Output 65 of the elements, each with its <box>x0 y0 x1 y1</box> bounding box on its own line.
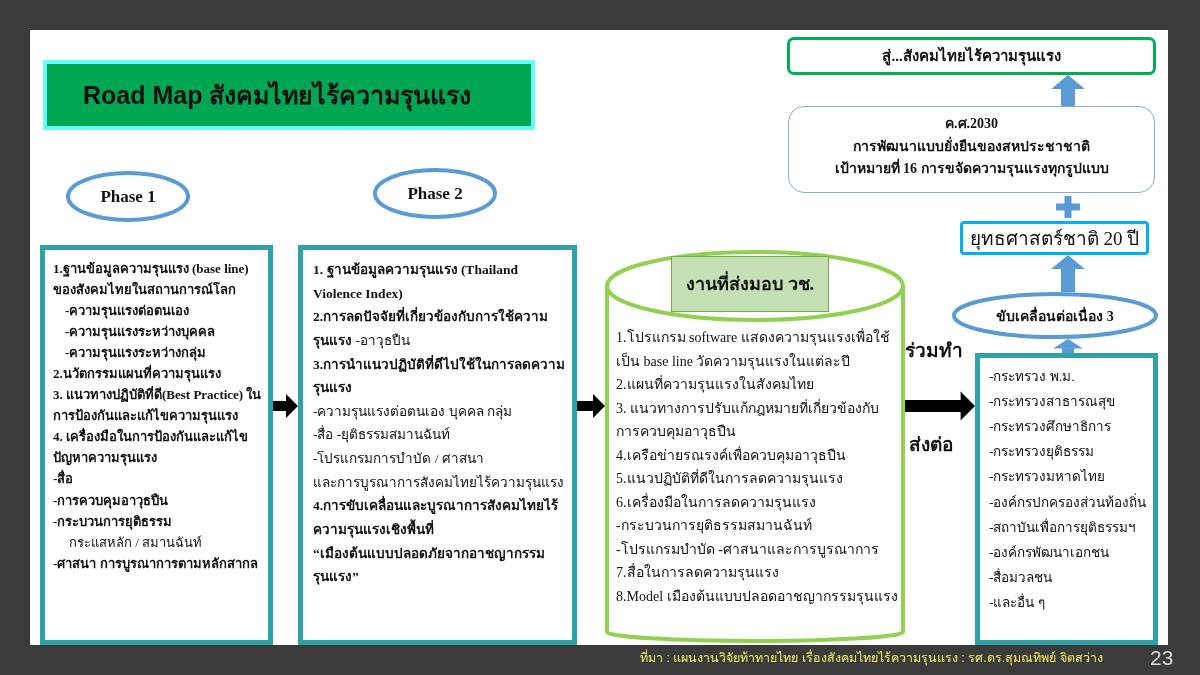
list-item: 2.แผนที่ความรุนแรงในสังคมไทย <box>616 374 815 395</box>
rounded-box <box>788 106 1155 193</box>
list-item: 3. แนวทางปฏิบัติที่ดี(Best Practice) ในการป้องกันและแก้ไขความรุนแรง <box>53 384 263 426</box>
list-item: -ความรุนแรงต่อตนเอง บุคคล กลุ่ม <box>313 402 514 422</box>
heading-box: งานที่ส่งมอบ วช. <box>671 256 829 312</box>
list-item: -กระทรวง พ.ม. <box>989 368 1076 386</box>
list-item: -และอื่น ๆ <box>989 592 1046 612</box>
list-item: -กระทรวงสาธารณสุข <box>989 393 1117 412</box>
oval: Phase 2 <box>373 168 497 219</box>
text-box: สู่...สังคมไทยไร้ความรุนแรง <box>787 37 1156 75</box>
list-item: “เมืองต้นแบบปลอดภัยจากอาชญากรรมรุนแรง” <box>313 544 546 587</box>
list-item: 8.Model เมืองต้นแบบปลอดอาชญากรรมรุนแรง <box>616 587 899 607</box>
list-item: -ศาสนา การบูรณาการตามหลักสากล <box>53 554 259 574</box>
list-item: -ความรุนแรงระหว่างบุคคล <box>65 323 217 342</box>
list-item: 1.โปรแกรม software แสดงความรุนแรงเพื่อใช้เป็น base line วัดความรุนแรงในแต่ละปี <box>616 327 891 372</box>
list-item: -สื่อมวลชน <box>989 567 1054 587</box>
list-item: 3.การนำแนวปฏิบัติที่ดีไปใช้ในการลดความรุนแรง <box>313 354 566 398</box>
list-item: -สถาบันเพื่อการยุติธรรมฯ <box>989 517 1138 538</box>
list-item: -โปรแกรมการบำบัด / ศาสนา <box>313 450 485 468</box>
list-item: 6.เครื่องมือในการลดความรุนแรง <box>616 492 817 513</box>
content-box <box>40 245 273 645</box>
source-note: ที่มา : แผนงานวิจัยท้าทายไทย เรื่องสังคมไทยไร้ความรุนแรง : รศ.ดร.สุมณทิพย์ จิตสว่าง <box>640 651 1103 666</box>
list-item: กระแสหลัก / สมานฉันท์ <box>69 533 204 552</box>
text-line: การพัฒนาแบบยั่งยืนของสหประชาชาติ <box>852 135 1091 156</box>
arrow <box>1051 255 1085 292</box>
list-item: 3. แนวทางการปรับแก้กฎหมายที่เกี่ยวข้องกับการควบคุมอาวุธปืน <box>616 398 880 442</box>
list-item: -การควบคุมอาวุธปืน <box>53 491 170 511</box>
list-item: -องค์กรปกครองส่วนท้องถิ่น <box>989 492 1148 512</box>
oval: ขับเคลื่อนต่อเนื่อง 3 <box>952 292 1158 339</box>
text-box: ยุทธศาสตร์ชาติ 20 ปี <box>960 221 1149 255</box>
list-item: -สื่อ <box>53 468 75 489</box>
list-item: -กระทรวงยุติธรรม <box>989 443 1096 462</box>
content-box <box>975 353 1158 645</box>
arrow <box>905 391 975 421</box>
list-item: และการบูรณาการสังคมไทยไร้ความรุนแรง <box>313 473 565 493</box>
list-item: 2.การลดปัจจัยที่เกี่ยวข้องกับการใช้ความรุนแรง -อาวุธปืน <box>313 306 550 351</box>
list-item: -องค์กรพัฒนาเอกชน <box>989 543 1111 562</box>
arrow-label: ส่งต่อ <box>909 434 953 457</box>
list-item: 4. เครื่องมือในการป้องกันและแก้ไขปัญหาความรุนแรง <box>53 426 249 468</box>
list-item: -โปรแกรมบำบัด -ศาสนาและการบูรณาการ <box>616 540 880 560</box>
page-number: 23 <box>1150 645 1174 671</box>
title-banner: Road Map สังคมไทยไร้ความรุนแรง <box>43 60 535 130</box>
list-item: -สื่อ -ยุติธรรมสมานฉันท์ <box>313 424 452 445</box>
arrow <box>273 394 298 418</box>
list-item: 1.ฐานข้อมูลความรุนแรง (base line) ของสังคมไทยในสถานการณ์โลก <box>53 260 250 300</box>
oval: Phase 1 <box>66 171 190 222</box>
arrow-label: ร่วมทำ <box>905 340 963 363</box>
arrow <box>577 394 605 418</box>
list-item: 7.สื่อในการลดความรุนแรง <box>616 562 780 583</box>
list-item: -ความรุนแรงต่อตนเอง <box>65 302 191 321</box>
arrow <box>1051 75 1085 106</box>
list-item: -กระบวนการยุติธรรมสมานฉันท์ <box>616 516 813 536</box>
list-item: -กระบวนการยุติธรรม <box>53 512 174 532</box>
text-line: เป้าหมายที่ 16 การขจัดความรุนแรงทุกรูปแบบ <box>789 158 1154 181</box>
list-item: -ความรุนแรงระหว่างกลุ่ม <box>65 344 208 363</box>
list-item: 4.เครือข่ายรณรงค์เพื่อควบคุมอาวุธปืน <box>616 445 847 466</box>
arrow <box>1053 339 1083 353</box>
box-heading: ค.ศ.2030 <box>944 115 999 133</box>
list-item: 1. ฐานข้อมูลความรุนแรง (Thailand Violence Index) <box>313 261 519 303</box>
content-box <box>298 245 577 645</box>
list-item: 5.แนวปฏิบัติที่ดีในการลดความรุนแรง <box>616 468 844 489</box>
list-item: 4.การขับเคลื่อนและบูรณาการสังคมไทยไร้ความรุนแรงเชิงพื้นที่ <box>313 495 560 540</box>
list-item: -กระทรวงศึกษาธิการ <box>989 418 1113 437</box>
list-item: 2.นวัตกรรมแผนที่ความรุนแรง <box>53 363 222 384</box>
list-item: -กระทรวงมหาดไทย <box>989 468 1107 487</box>
